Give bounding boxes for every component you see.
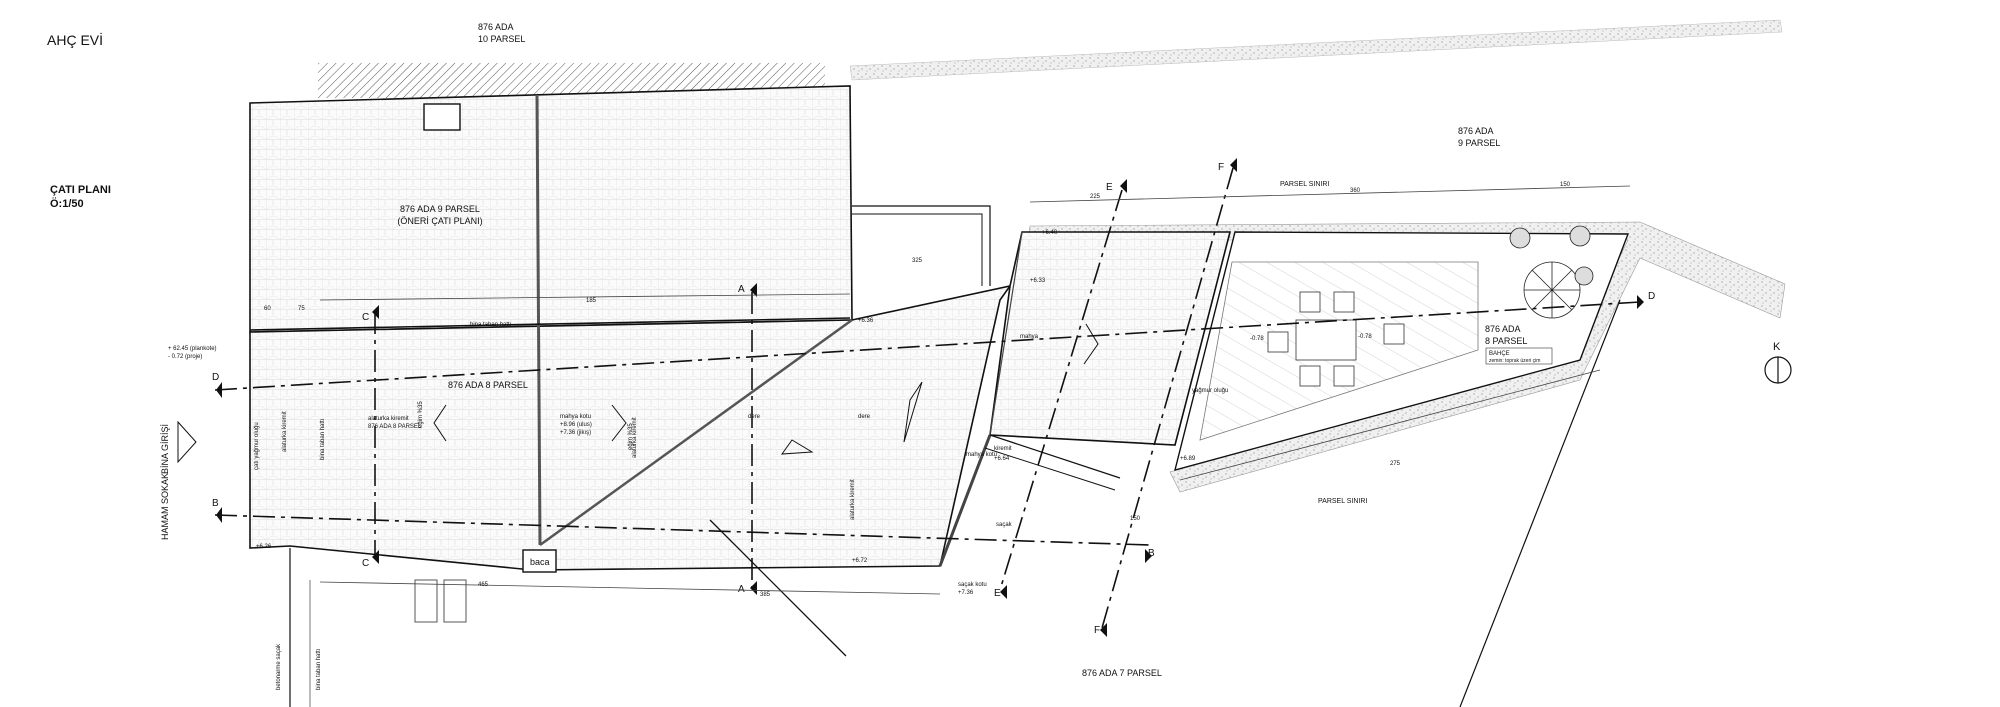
svg-text:876 ADA 8 PARSEL: 876 ADA 8 PARSEL: [368, 424, 422, 430]
svg-text:+6.40: +6.40: [1042, 230, 1058, 236]
svg-text:+8.96 (ulus): +8.96 (ulus): [560, 422, 592, 428]
svg-text:360: 360: [1350, 188, 1361, 194]
svg-text:225: 225: [1090, 194, 1101, 200]
slope-right-label: eğim %35: [628, 423, 634, 450]
plan-title: ÇATI PLANI: [50, 184, 111, 196]
svg-text:+6.89: +6.89: [1180, 456, 1196, 462]
tile-left-label: alaturka kiremit: [282, 411, 288, 452]
gutter-left-label: çatı yağmur oluğu: [254, 422, 260, 470]
floor-line-lower-label: bina taban hattı: [316, 648, 322, 690]
svg-text:mahya kotu: mahya kotu: [966, 452, 997, 458]
entrance-label: BİNA GİRİŞİ: [160, 424, 170, 474]
svg-text:60: 60: [264, 306, 271, 312]
section-label-f-top: F: [1218, 162, 1224, 173]
svg-text:465: 465: [478, 582, 489, 588]
svg-text:+6.26: +6.26: [256, 544, 272, 550]
boundary-label-top: PARSEL SINIRI: [1280, 181, 1329, 188]
svg-text:dere: dere: [748, 414, 761, 420]
entrance-arrow-icon: [177, 420, 197, 464]
neighbor-hatched-strip: [318, 63, 825, 98]
parcel-north-top-line1: 876 ADA: [478, 22, 514, 32]
svg-text:385: 385: [760, 592, 771, 598]
parcel-north-top-line2: 10 PARSEL: [478, 34, 525, 44]
parcel-garden-line2: 8 PARSEL: [1485, 336, 1527, 346]
svg-text:+6.36: +6.36: [858, 318, 874, 324]
section-label-f-bottom: F: [1094, 625, 1100, 636]
svg-text:bina taban hattı: bina taban hattı: [470, 322, 512, 328]
svg-text:+6.64: +6.64: [994, 456, 1010, 462]
svg-text:75: 75: [298, 306, 305, 312]
svg-text:+7.36 (jikış): +7.36 (jikış): [560, 430, 591, 436]
garden-note: zemin: toprak üzeri çim: [1489, 358, 1540, 364]
north-arrow-icon: [1764, 356, 1792, 384]
svg-text:mahya kotu: mahya kotu: [560, 414, 591, 420]
svg-text:185: 185: [586, 298, 597, 304]
svg-text:alaturka kiremit: alaturka kiremit: [368, 416, 409, 422]
tile-center-label: alaturka kiremit: [632, 417, 638, 458]
svg-text:yağmur oluğu: yağmur oluğu: [1192, 388, 1228, 394]
eave-left-label: betonarme saçak: [276, 643, 282, 690]
floor-line-left-label: bina taban hattı: [320, 418, 326, 460]
neighbor-gravel-strip: [849, 19, 1783, 81]
svg-text:325: 325: [912, 258, 923, 264]
svg-text:-0.78: -0.78: [1250, 336, 1264, 342]
svg-text:150: 150: [1560, 182, 1571, 188]
svg-text:saçak kotu: saçak kotu: [958, 582, 987, 588]
floor-line: [249, 317, 851, 331]
north-arrow-label: K: [1773, 341, 1781, 353]
boundary-dimension: [319, 185, 1631, 595]
parcel-proposed-line1: 876 ADA 9 PARSEL: [400, 204, 480, 214]
roof-hatch: [423, 103, 461, 131]
boundary-label-bottom: PARSEL SINIRI: [1318, 498, 1367, 505]
svg-text:+ 62.45 (plankote): + 62.45 (plankote): [168, 346, 217, 352]
svg-text:kiremit: kiremit: [994, 446, 1012, 452]
garden-tree-icon: [1509, 225, 1594, 319]
chimney-label: baca: [530, 557, 550, 567]
svg-text:275: 275: [1390, 461, 1401, 467]
svg-text:- 0.72 (proje): - 0.72 (proje): [168, 354, 202, 360]
svg-text:-0.78: -0.78: [1358, 334, 1372, 340]
plan-scale: Ö:1/50: [50, 198, 84, 210]
section-label-c-top: C: [362, 312, 369, 323]
parcel-subject: 876 ADA 8 PARSEL: [448, 380, 528, 390]
parcel-south: 876 ADA 7 PARSEL: [1082, 668, 1162, 678]
section-label-d-left: D: [212, 372, 219, 383]
section-label-b-right: B: [1148, 548, 1155, 559]
section-label-b-left: B: [212, 498, 219, 509]
level-marks: +6.40 +6.33 +6.36 +6.26 +6.72 +6.89 +6.6…: [168, 230, 1372, 596]
street-name: HAMAM SOKAK: [160, 473, 170, 540]
section-lines: [214, 167, 1641, 629]
section-label-a-bottom: A: [738, 584, 745, 595]
tile-right-label: alaturka kiremit: [850, 479, 856, 520]
garden-furniture: [1267, 291, 1405, 387]
svg-text:150: 150: [1130, 516, 1141, 522]
slope-arrows: [433, 323, 1099, 455]
svg-text:dere: dere: [858, 414, 871, 420]
parcel-garden-line1: 876 ADA: [1485, 324, 1521, 334]
slope-left-label: eğim %35: [418, 401, 424, 428]
roof-annotations: bina taban hattı alaturka kiremit 876 AD…: [368, 322, 1228, 588]
project-title: AHÇ EVİ: [47, 32, 104, 48]
dimension-values: 225 360 150 185 275 465 150 385 325 60 7…: [264, 182, 1571, 598]
parcel-proposed-line2: (ÖNERİ ÇATI PLANI): [397, 216, 482, 226]
section-markers: [216, 158, 1644, 637]
bench-icon: [414, 579, 467, 623]
section-label-e-top: E: [1106, 182, 1113, 193]
garden-tag: BAHÇE: [1489, 351, 1510, 357]
ridge-line: [535, 95, 542, 546]
parcel-northeast-line1: 876 ADA: [1458, 126, 1494, 136]
section-label-c-bottom: C: [362, 558, 369, 569]
svg-text:+6.33: +6.33: [1030, 278, 1046, 284]
svg-text:+7.36: +7.36: [958, 590, 974, 596]
section-label-d-right: D: [1648, 291, 1655, 302]
section-label-e-bottom: E: [994, 588, 1001, 599]
svg-text:mahya: mahya: [1020, 334, 1039, 340]
svg-text:saçak: saçak: [996, 522, 1013, 528]
section-label-a-top: A: [738, 284, 745, 295]
svg-text:+6.72: +6.72: [852, 558, 868, 564]
hip-line: [539, 318, 853, 547]
chimney-box: [522, 549, 557, 573]
parcel-northeast-line2: 9 PARSEL: [1458, 138, 1500, 148]
